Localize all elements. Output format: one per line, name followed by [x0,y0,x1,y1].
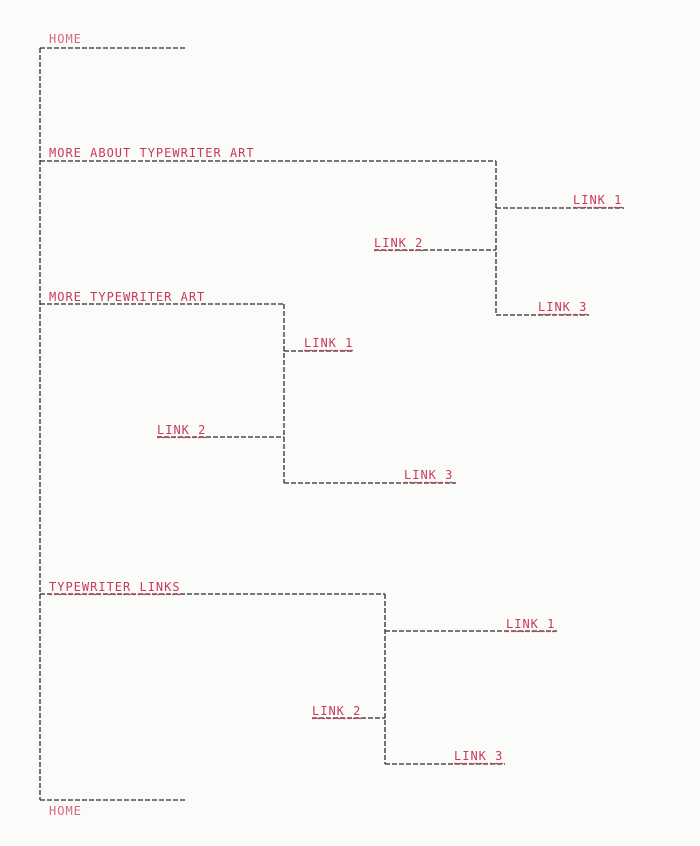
section-more-about-typewriter-art-link[interactable]: MORE ABOUT TYPEWRITER ART [49,146,255,160]
section-1-link-1[interactable]: LINK 1 [573,193,623,207]
section-2-link-2[interactable]: LINK 2 [157,423,207,437]
home-link-top[interactable]: HOME [49,32,82,46]
section-2-link-3[interactable]: LINK 3 [404,468,454,482]
section-3-link-2[interactable]: LINK 2 [312,704,362,718]
home-link-bottom[interactable]: HOME [49,804,82,818]
section-1-link-3[interactable]: LINK 3 [538,300,588,314]
section-typewriter-links-link[interactable]: TYPEWRITER LINKS [49,580,181,594]
section-2-link-1[interactable]: LINK 1 [304,336,354,350]
section-3-link-1[interactable]: LINK 1 [506,617,556,631]
section-1-link-2[interactable]: LINK 2 [374,236,424,250]
section-3-link-3[interactable]: LINK 3 [454,749,504,763]
section-more-typewriter-art-link[interactable]: MORE TYPEWRITER ART [49,290,206,304]
